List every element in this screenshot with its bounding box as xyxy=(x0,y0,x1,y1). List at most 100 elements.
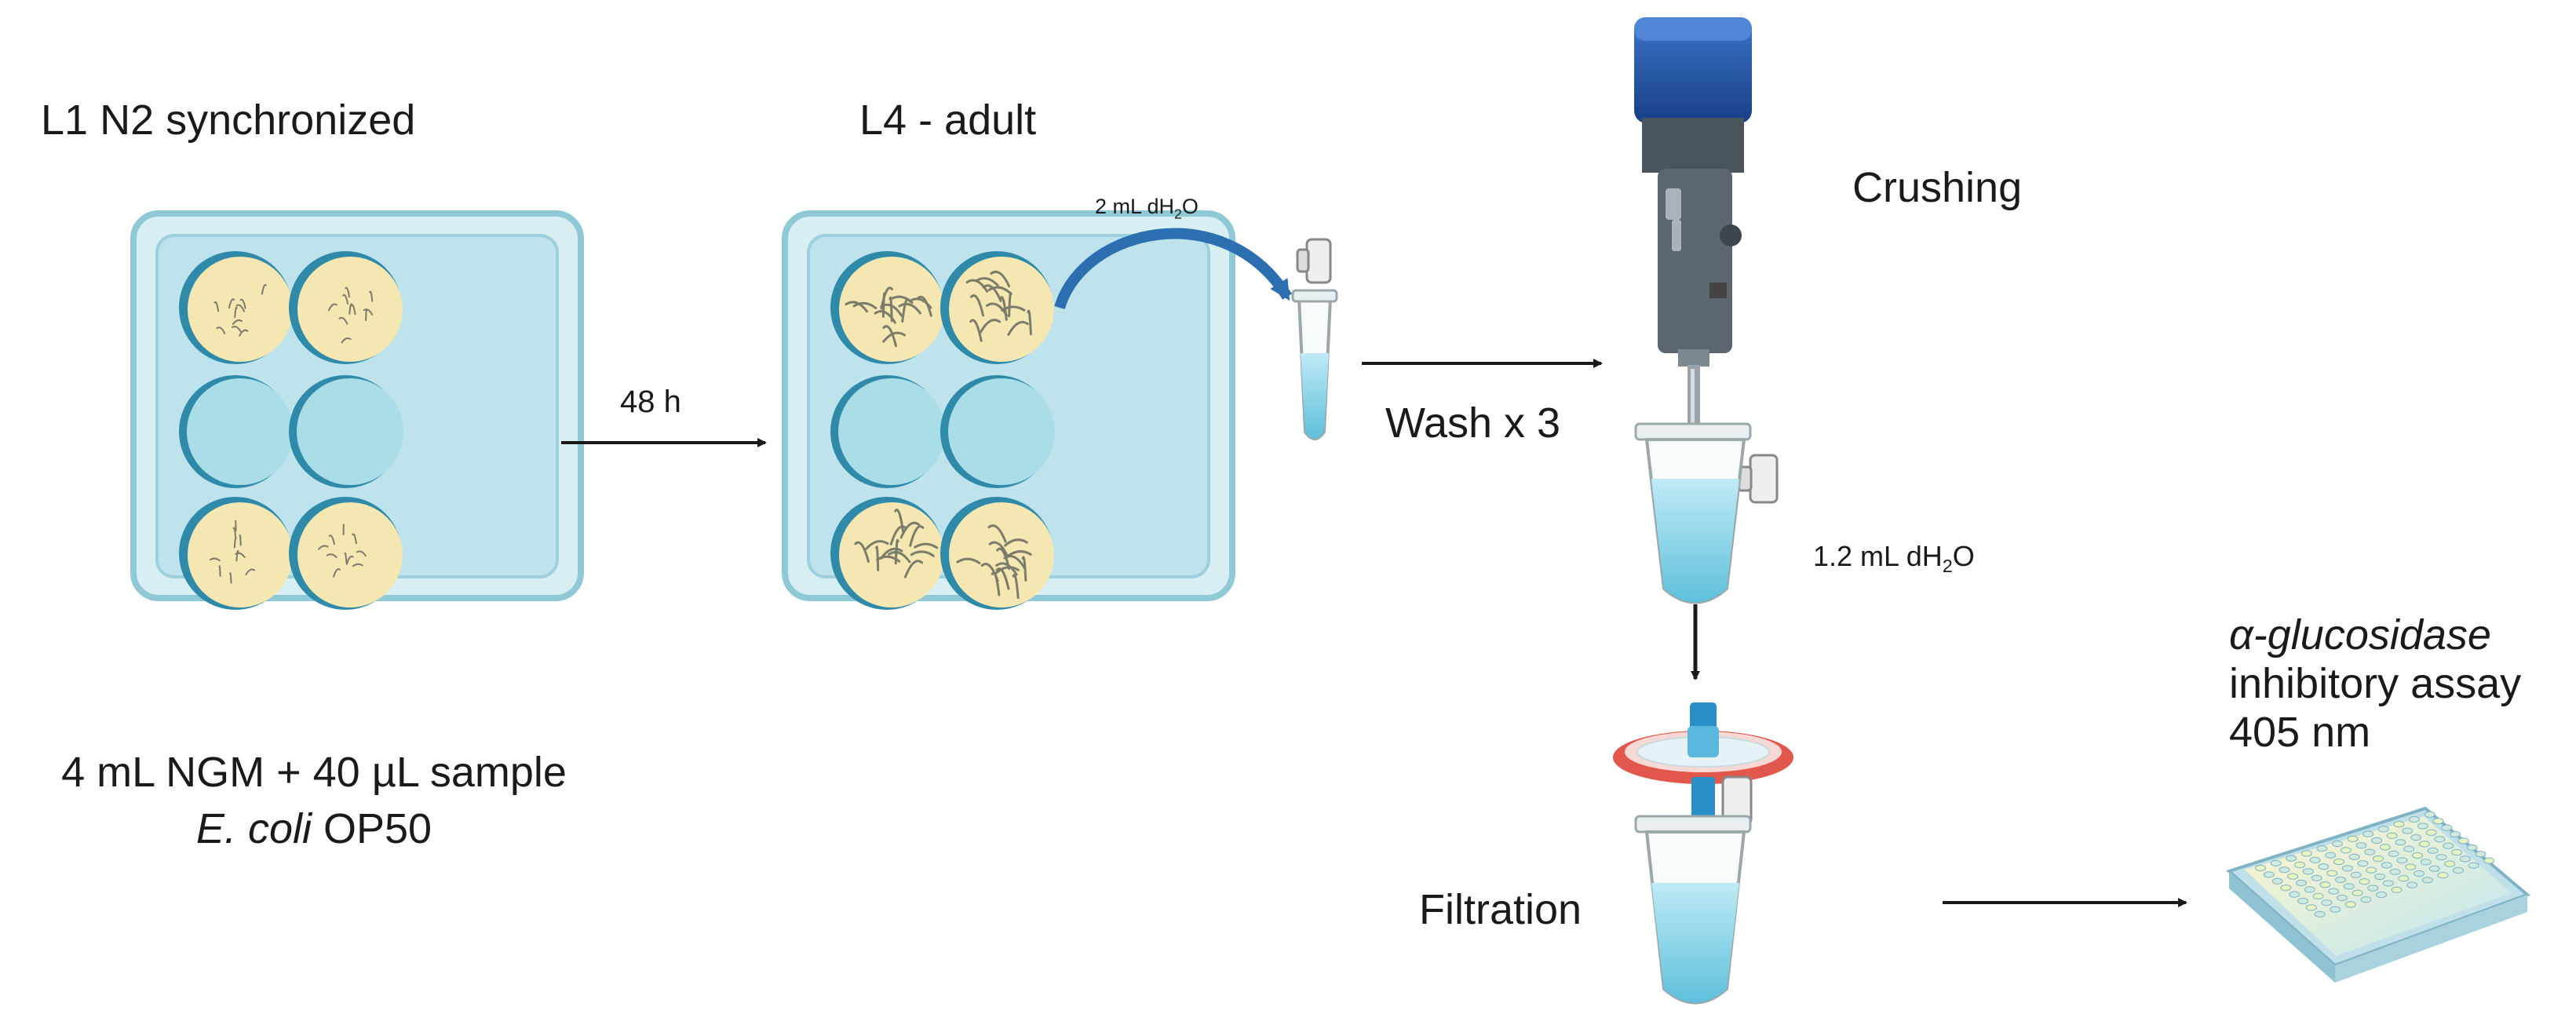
microplate-well xyxy=(2304,886,2315,893)
microplate-well xyxy=(2363,830,2374,837)
worm xyxy=(228,298,235,309)
microplate-well xyxy=(2376,891,2387,899)
worm xyxy=(999,296,1008,321)
worm xyxy=(874,310,896,324)
microplate-icon xyxy=(2226,806,2530,983)
microplate-well xyxy=(2296,879,2307,887)
worm xyxy=(234,306,238,319)
worm xyxy=(327,303,338,312)
worm xyxy=(969,319,983,342)
microplate-well xyxy=(2312,892,2324,899)
microplate-well xyxy=(2412,852,2423,859)
microplate-well xyxy=(2432,818,2444,825)
microtube-icon xyxy=(1291,238,1338,440)
time-label: 48 h xyxy=(620,385,681,419)
worm xyxy=(261,283,267,295)
worm xyxy=(979,319,1002,334)
worm xyxy=(894,538,899,565)
microplate-well xyxy=(2386,832,2398,839)
worm xyxy=(991,571,1001,596)
worm xyxy=(880,303,903,317)
water-small-label: 2 mL dH2O xyxy=(1095,195,1199,222)
worm xyxy=(996,547,1011,571)
worm xyxy=(882,325,897,348)
microplate-well xyxy=(2424,811,2436,818)
microplate-well xyxy=(2319,881,2331,888)
worm xyxy=(345,555,354,565)
assay-wavelength: 405 nm xyxy=(2229,709,2371,756)
worm xyxy=(1021,556,1027,582)
microplate-well xyxy=(2421,877,2433,884)
worm xyxy=(326,553,338,558)
microplate-well xyxy=(2350,871,2362,878)
worm xyxy=(363,308,374,316)
microplate-well xyxy=(2355,842,2367,849)
worm xyxy=(218,565,221,577)
worm xyxy=(1008,291,1013,318)
syringe-filter-icon xyxy=(1613,702,1793,826)
microplate-well xyxy=(2393,821,2405,828)
worm xyxy=(987,524,1007,543)
well-agar xyxy=(839,502,944,607)
strain-italic: E. coli xyxy=(195,805,312,852)
worm xyxy=(987,286,1013,295)
microplate-well xyxy=(2302,868,2314,875)
worm xyxy=(988,541,1009,558)
worm xyxy=(350,304,356,316)
microplate-well xyxy=(2330,906,2341,913)
microplate-well xyxy=(2326,870,2338,877)
microplate-well xyxy=(2379,844,2391,851)
worm xyxy=(845,301,868,313)
worm xyxy=(865,540,889,550)
microplate-well xyxy=(2405,863,2417,870)
microplate-well xyxy=(2270,859,2282,866)
worm xyxy=(879,547,903,560)
worm xyxy=(889,525,907,546)
microplate-well xyxy=(2443,842,2454,849)
worm xyxy=(341,337,352,344)
worm xyxy=(876,555,901,563)
worm xyxy=(914,542,939,549)
worm xyxy=(880,286,893,310)
microplate-well xyxy=(2371,837,2382,844)
microplate-well xyxy=(2418,841,2430,848)
worm xyxy=(229,572,232,584)
well-agar xyxy=(949,502,1054,607)
worm xyxy=(209,557,221,562)
microplate-well xyxy=(2332,840,2343,848)
worm xyxy=(956,557,981,564)
six-well-plate-icon xyxy=(782,210,1235,610)
worm xyxy=(352,563,363,567)
microplate-well xyxy=(2337,894,2348,902)
microplate-well xyxy=(2341,865,2353,872)
worm xyxy=(352,533,357,545)
worm xyxy=(333,568,341,578)
microplate-well xyxy=(2398,875,2410,882)
worm xyxy=(239,298,246,309)
worm xyxy=(235,304,246,312)
worm xyxy=(239,329,249,337)
assay-enzyme: α-glucosidase xyxy=(2229,611,2491,658)
worm xyxy=(1004,538,1028,547)
microplate-well xyxy=(2453,866,2464,874)
well-empty xyxy=(297,378,403,485)
l1-title: L1 N2 synchronized xyxy=(41,97,416,144)
microplate-well xyxy=(2352,889,2363,896)
microplate-well xyxy=(2391,886,2403,893)
microplate-well xyxy=(2335,876,2346,884)
well-empty xyxy=(187,378,294,485)
microplate-well xyxy=(2417,823,2428,830)
worm xyxy=(345,286,350,298)
worm xyxy=(990,270,1011,288)
well-agar xyxy=(297,502,403,607)
worm xyxy=(888,551,911,564)
microplate-well xyxy=(2374,873,2385,881)
microplate-well xyxy=(2343,883,2355,890)
worm xyxy=(875,545,880,571)
worm xyxy=(235,549,239,562)
worm xyxy=(908,297,932,309)
worm xyxy=(365,309,368,322)
medium-caption: 4 mL NGM + 40 µL sample E. coli OP50 xyxy=(0,744,628,857)
microplate-well xyxy=(2382,880,2394,887)
